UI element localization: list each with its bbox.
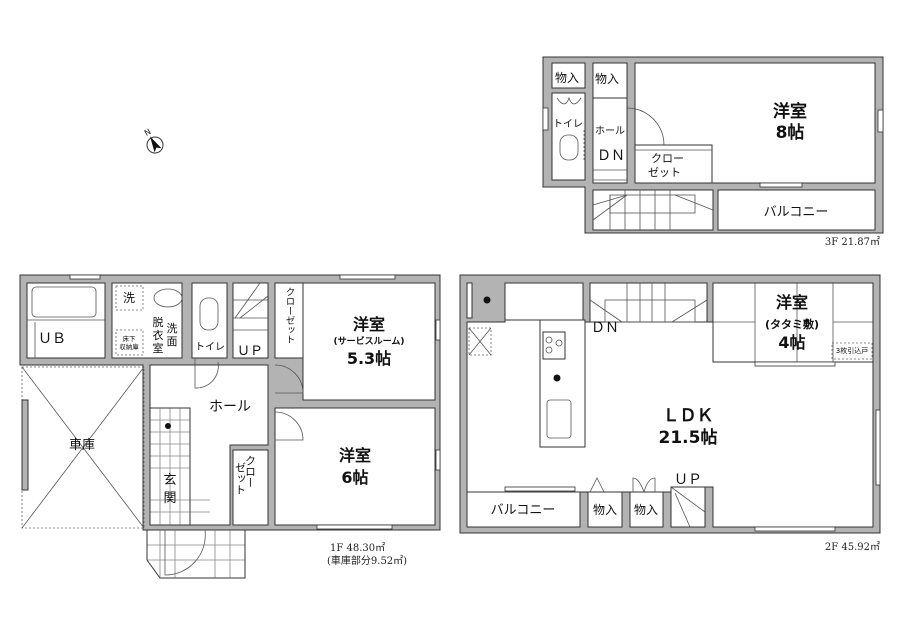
stairs-1f bbox=[232, 282, 269, 359]
down-label: ＤＮ bbox=[591, 320, 619, 336]
hall-3f bbox=[592, 97, 628, 184]
underfloor-label: 床下 bbox=[123, 334, 137, 343]
washer-label: 洗 bbox=[123, 291, 135, 305]
room-label: 洋室 bbox=[776, 293, 808, 312]
bath-label: ＵＢ bbox=[38, 331, 66, 347]
toilet-door[interactable] bbox=[194, 358, 219, 389]
room-note: (タタミ敷) bbox=[765, 317, 819, 331]
closet-label: クロー bbox=[244, 455, 257, 488]
closet-label: ゼット bbox=[234, 462, 247, 495]
closet-label: ゼット bbox=[648, 166, 681, 179]
fridge-space bbox=[468, 327, 492, 356]
dressing-label: 室 bbox=[153, 341, 164, 355]
floor-area-1f: 1F 48.30㎡ bbox=[330, 542, 385, 554]
floor-area-3f: 3F 21.87㎡ bbox=[825, 236, 880, 248]
bedroom-door[interactable] bbox=[274, 364, 304, 394]
stove-icon bbox=[542, 331, 566, 360]
floor-1: ＵＢ 洗 床下 収納庫 脱 衣 室 洗 面 トイレ ＵＰ クローゼット 洋室 (… bbox=[19, 274, 441, 579]
floor-area-2f: 2F 45.92㎡ bbox=[825, 541, 880, 553]
balcony-label: バルコニー bbox=[491, 503, 556, 518]
dressing-label: 脱 bbox=[153, 315, 164, 329]
door-swing bbox=[626, 107, 665, 146]
stairs-2f bbox=[589, 282, 708, 323]
floor-3: 物入 物入 トイレ ホール ＤＮ クロー ゼット 洋室 8帖 バルコニー 3F … bbox=[542, 56, 884, 248]
storage-3f-a bbox=[551, 62, 586, 89]
bedroom-5-3 bbox=[302, 282, 436, 401]
ldk-size: 21.5帖 bbox=[659, 427, 718, 448]
toilet-fixture-icon bbox=[199, 297, 219, 331]
dressing-room bbox=[111, 282, 183, 359]
room-size: 4帖 bbox=[778, 333, 805, 352]
compass-icon: N bbox=[143, 127, 164, 154]
closet-label: クロー bbox=[651, 152, 684, 165]
balcony-3f bbox=[717, 189, 876, 231]
balcony-2f bbox=[466, 491, 581, 528]
closet-1f-top bbox=[274, 282, 304, 359]
bathtub-icon bbox=[31, 286, 97, 318]
toilet-fixture-icon bbox=[559, 134, 579, 161]
bedroom-note: (サービスルーム) bbox=[334, 335, 405, 347]
toilet-1f bbox=[191, 282, 228, 359]
storage-label: 物入 bbox=[555, 71, 579, 85]
bedroom-size: 5.3帖 bbox=[347, 349, 391, 368]
up-label: ＵＰ bbox=[237, 344, 263, 359]
stairs-2f-up bbox=[670, 486, 706, 528]
storage-label: 物入 bbox=[593, 503, 617, 517]
dressing-label: 衣 bbox=[153, 328, 164, 342]
bedroom-label: 洋室 bbox=[773, 101, 807, 122]
storage-label: 物入 bbox=[595, 72, 619, 86]
bathroom bbox=[26, 282, 106, 359]
toilet-label: トイレ bbox=[553, 119, 583, 130]
storage-2f-a bbox=[587, 491, 623, 528]
washitsu-room bbox=[712, 282, 874, 363]
bedroom-size: 6帖 bbox=[341, 468, 368, 487]
toilet-label: トイレ bbox=[195, 342, 225, 353]
floor-2: ＤＮ ＵＰ 洋室 (タタミ敷) 4帖 3枚引込戸 ＬＤＫ 21.5帖 バルコニー… bbox=[459, 274, 881, 553]
down-label: ＤＮ bbox=[597, 148, 625, 164]
up-label: ＵＰ bbox=[674, 472, 702, 488]
storage-2f-b bbox=[629, 491, 664, 528]
toilet-3f bbox=[551, 92, 586, 181]
entrance-label: 玄 bbox=[163, 473, 176, 488]
entrance-door[interactable] bbox=[164, 529, 206, 576]
garage-area: (車庫部分9.52㎡) bbox=[327, 554, 407, 567]
bedroom-label: 洋室 bbox=[353, 315, 385, 334]
stairs-3f bbox=[592, 189, 714, 231]
compass-north-label: N bbox=[143, 127, 153, 138]
bedroom-6 bbox=[274, 407, 436, 526]
underfloor-label: 収納庫 bbox=[119, 342, 139, 351]
closet-label: クローゼット bbox=[284, 287, 296, 344]
balcony-label: バルコニー bbox=[764, 205, 829, 220]
sliding-door-label: 3枚引込戸 bbox=[836, 346, 868, 355]
hall-label: ホール bbox=[595, 125, 625, 137]
washroom-label: 面 bbox=[167, 335, 178, 348]
garage-label: 車庫 bbox=[69, 438, 95, 453]
bedroom-size: 8帖 bbox=[776, 122, 805, 143]
closet-1f-bottom bbox=[232, 449, 269, 526]
ldk-label: ＬＤＫ bbox=[663, 406, 714, 426]
bedroom-door[interactable] bbox=[274, 411, 304, 441]
porch bbox=[146, 529, 246, 579]
bedroom-label: 洋室 bbox=[339, 446, 371, 465]
hall-label: ホール bbox=[209, 399, 251, 415]
washroom-label: 洗 bbox=[167, 322, 178, 335]
washbasin-icon bbox=[153, 288, 183, 308]
closet-3f bbox=[634, 144, 713, 184]
entrance-label: 関 bbox=[163, 491, 176, 506]
storage-label: 物入 bbox=[634, 503, 658, 517]
sink-icon bbox=[546, 399, 572, 439]
